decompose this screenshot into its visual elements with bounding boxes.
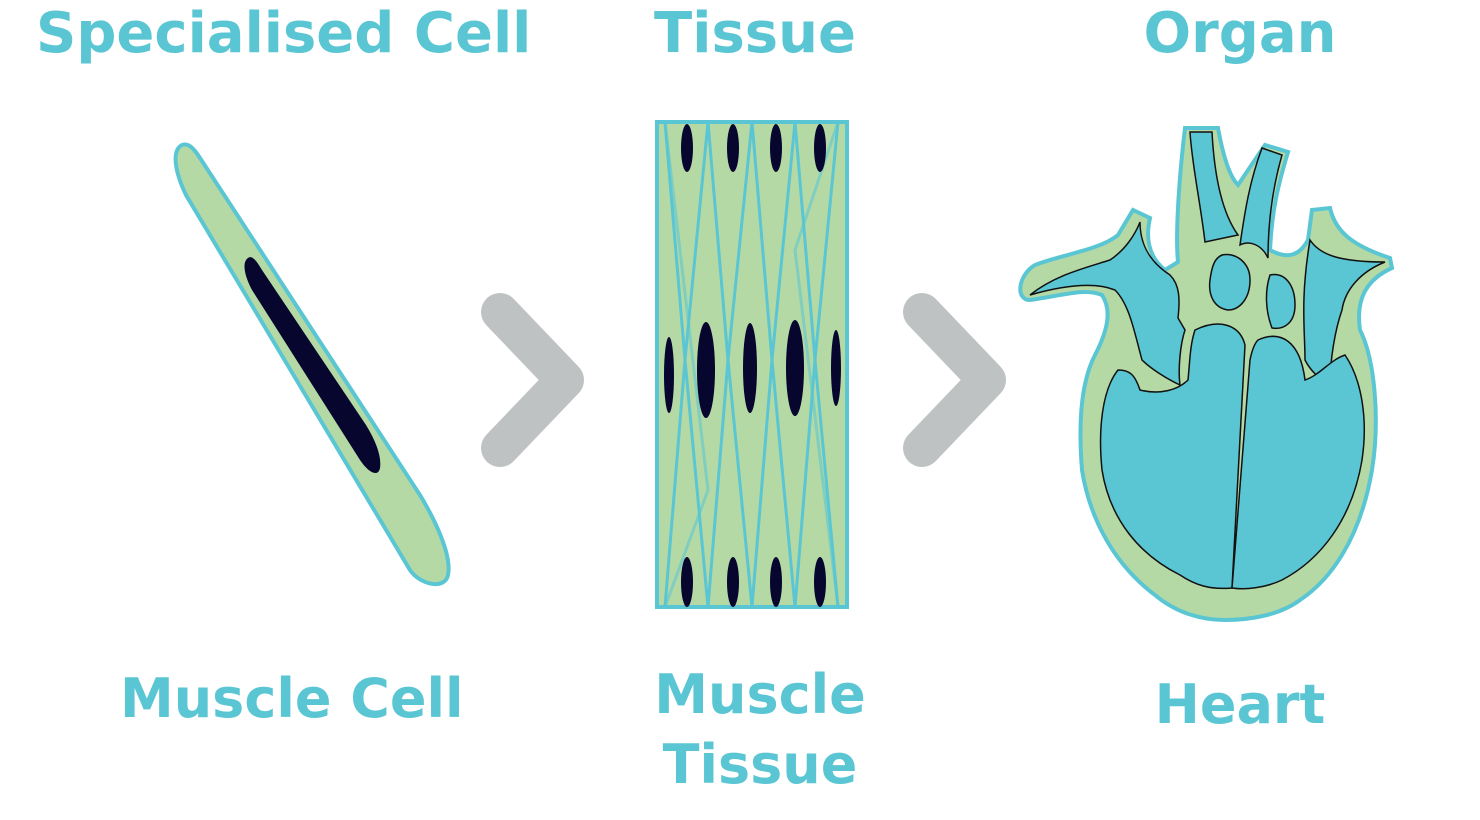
tissue-fibre-lines xyxy=(663,121,840,608)
stage-title-organ: Organ xyxy=(1143,1,1337,66)
stage-caption-muscle-cell: Muscle Cell xyxy=(120,667,464,730)
arrow-right-icon xyxy=(903,293,1006,467)
heart-left-atrium xyxy=(1208,253,1251,311)
heart-illustration xyxy=(1018,126,1395,623)
tissue-nuclei xyxy=(664,124,841,607)
stage-title-specialised-cell: Specialised Cell xyxy=(36,1,532,66)
muscle-cell-nucleus xyxy=(244,257,381,474)
muscle-cell-illustration xyxy=(173,142,451,586)
stage-title-tissue: Tissue xyxy=(654,1,856,66)
muscle-tissue-illustration xyxy=(655,120,849,609)
stage-caption-heart: Heart xyxy=(1154,673,1326,736)
heart-upper-left-chamber xyxy=(1029,221,1186,387)
heart-chambers xyxy=(1029,131,1386,590)
heart-left-ventricle xyxy=(1231,335,1366,590)
heart-right-atrium-opening xyxy=(1265,273,1296,330)
heart-right-ventricle xyxy=(1099,323,1246,590)
stage-caption-muscle-tissue: Muscle Tissue xyxy=(654,663,866,796)
heart-vessel-pulmonary xyxy=(1239,147,1283,259)
arrow-right-icon xyxy=(481,293,584,467)
heart-vessel-aorta xyxy=(1189,131,1240,243)
heart-upper-right-chamber xyxy=(1303,238,1386,387)
